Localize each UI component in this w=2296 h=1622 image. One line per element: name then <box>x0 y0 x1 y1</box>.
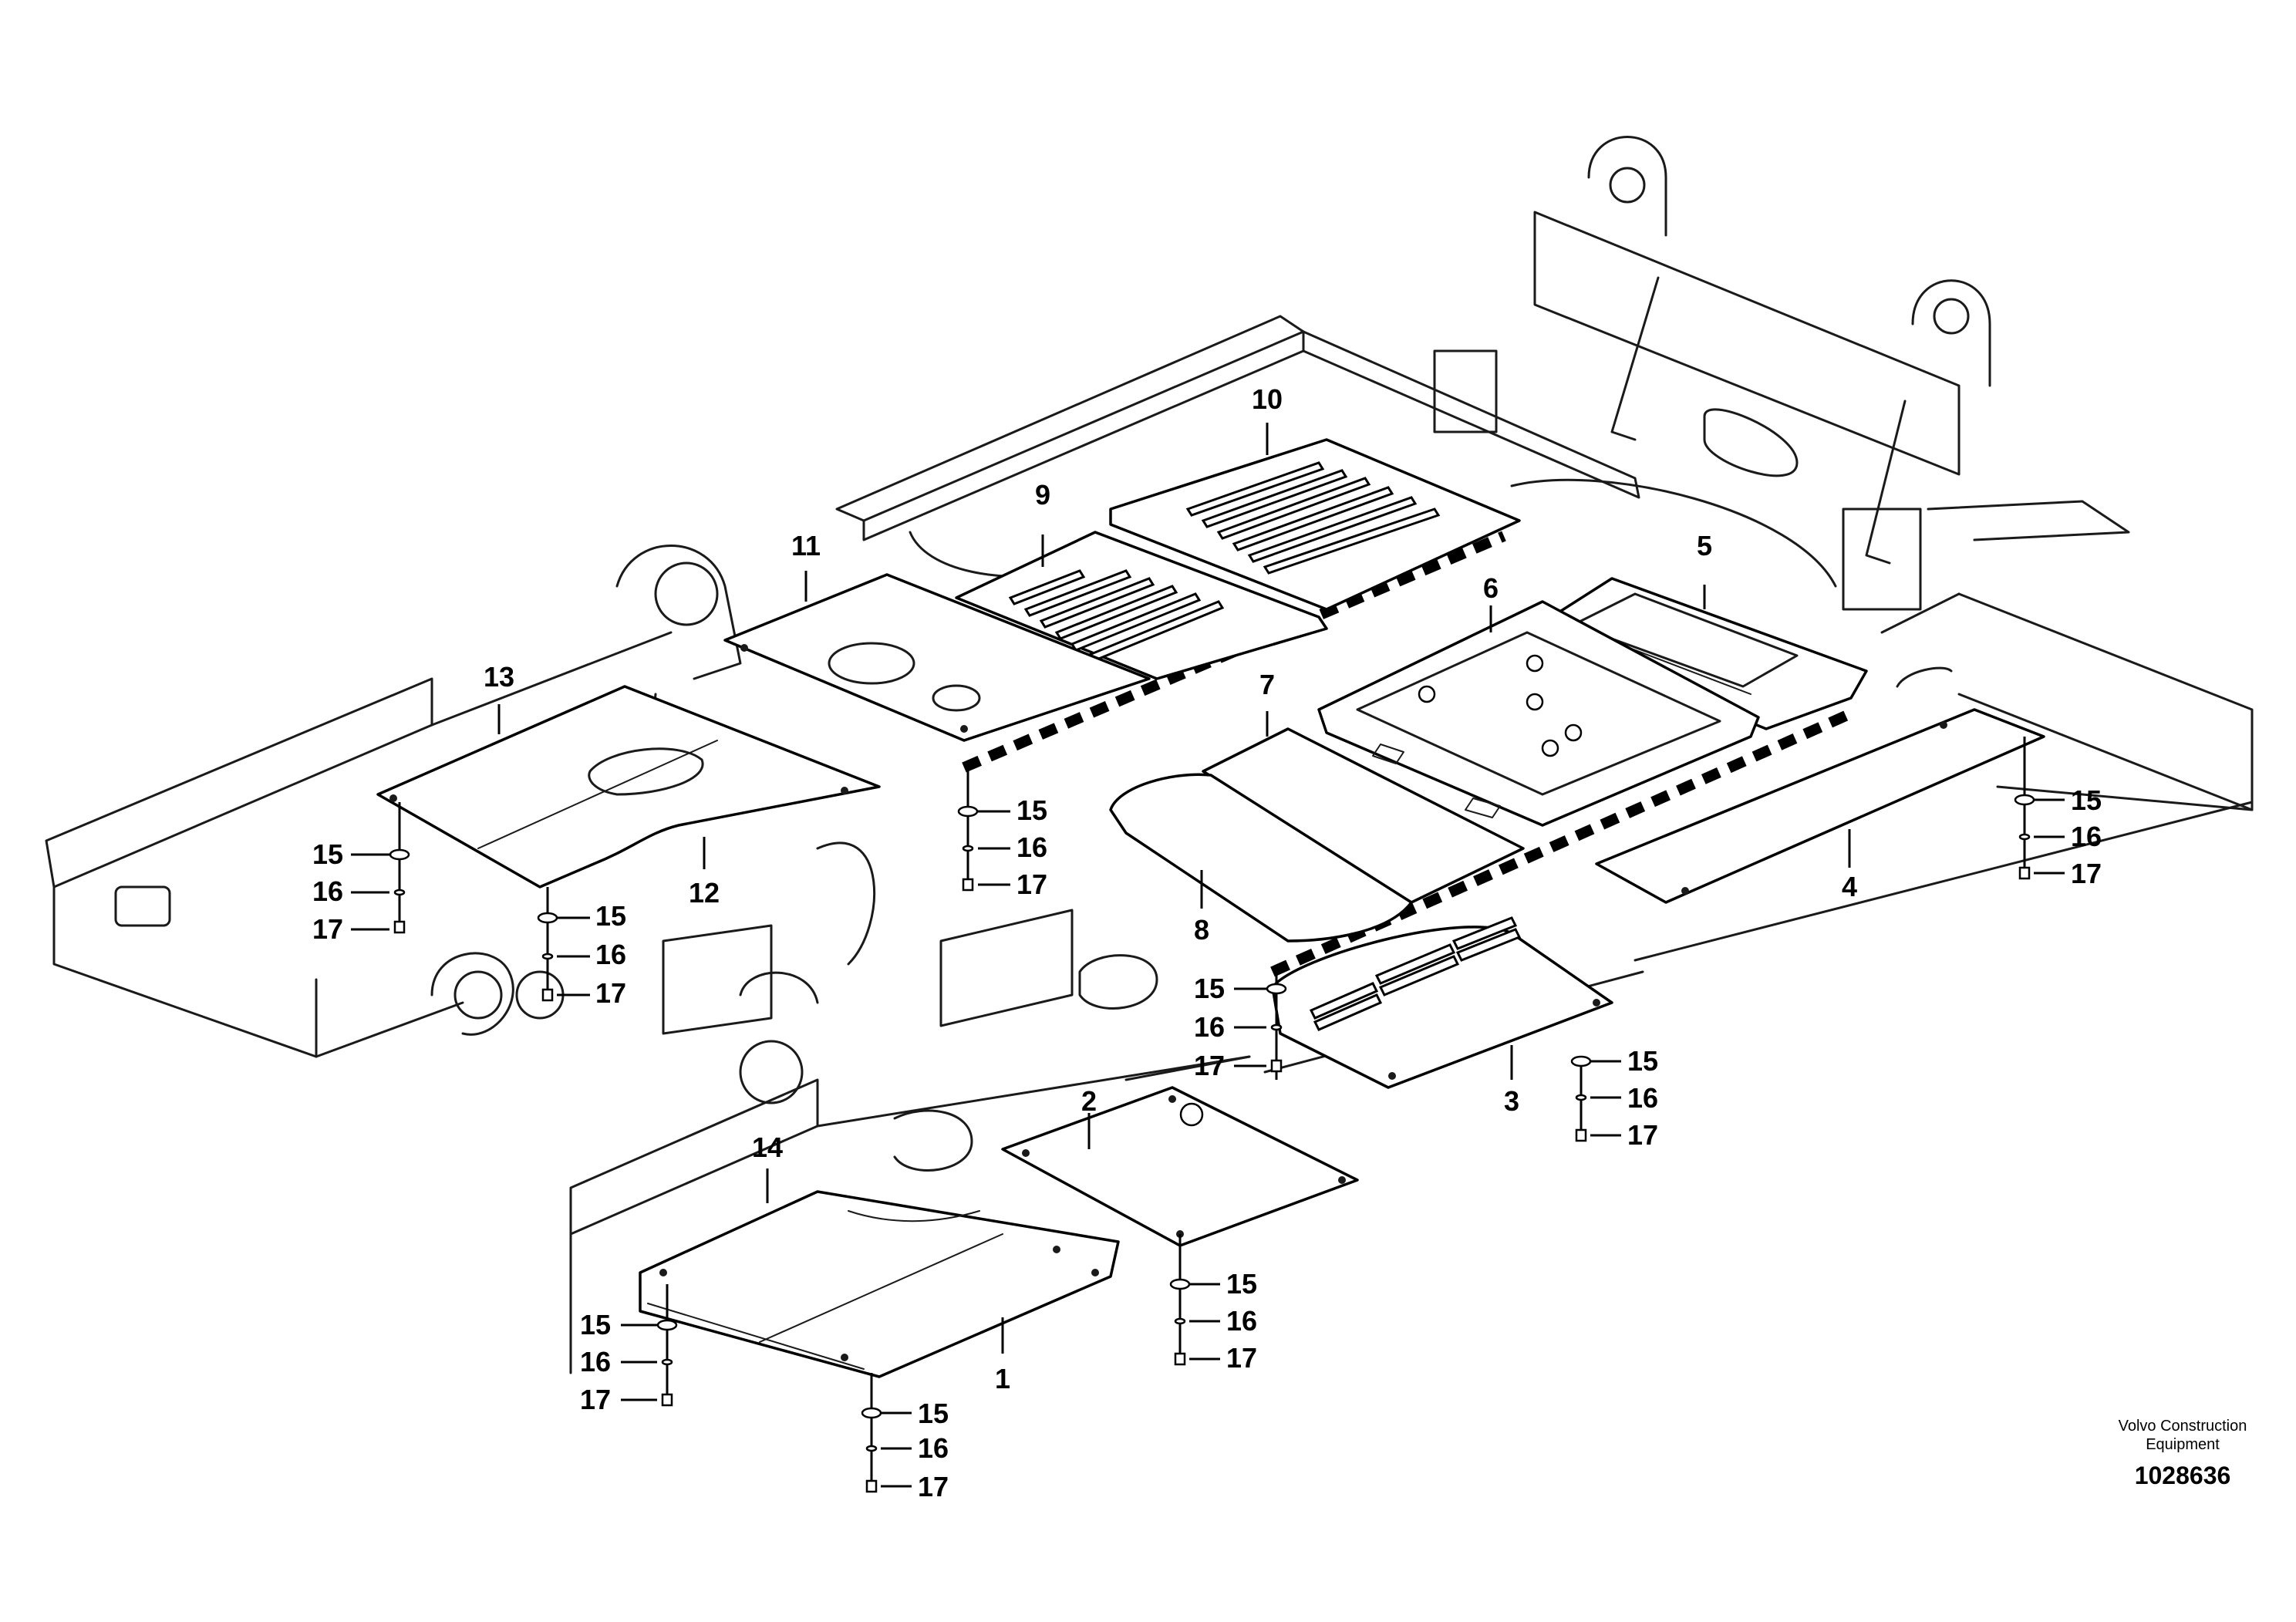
callout-4: 4 <box>1842 871 1857 902</box>
callout-17-i: 17 <box>580 1384 611 1415</box>
floor-plate-11 <box>723 573 1151 742</box>
upper-frame <box>835 136 2254 962</box>
callout-16-a: 16 <box>312 875 343 907</box>
callout-15-d: 15 <box>1194 973 1225 1004</box>
callout-10: 10 <box>1252 383 1283 415</box>
callout-15-c: 15 <box>1017 794 1047 826</box>
callout-16-h: 16 <box>1226 1305 1257 1337</box>
floor-plate-6 <box>1317 600 1760 827</box>
callout-16-d: 16 <box>1194 1011 1225 1043</box>
callout-15-a: 15 <box>312 838 343 870</box>
callout-labels: 1 2 3 4 5 6 7 8 9 10 11 12 13 14 15 16 1… <box>312 383 2102 1502</box>
drawing-credit: Volvo Construction Equipment 1028636 <box>2067 1417 2296 1490</box>
callout-17-f: 17 <box>2071 858 2102 889</box>
floor-plate-4 <box>1595 708 2045 904</box>
callout-5: 5 <box>1697 530 1712 561</box>
floor-plate-1 <box>639 1190 1120 1378</box>
callout-17-b: 17 <box>595 977 626 1009</box>
callout-17-g: 17 <box>918 1471 949 1502</box>
callout-17-a: 17 <box>312 913 343 945</box>
callout-2: 2 <box>1081 1085 1097 1117</box>
callout-16-i: 16 <box>580 1346 611 1378</box>
callout-16-f: 16 <box>2071 821 2102 852</box>
callout-15-g: 15 <box>918 1398 949 1429</box>
callout-16-c: 16 <box>1017 831 1047 863</box>
callout-16-b: 16 <box>595 939 626 970</box>
floor-plate-2 <box>1001 1086 1359 1247</box>
callout-11: 11 <box>791 530 821 561</box>
callout-17-c: 17 <box>1017 868 1047 900</box>
document-number: 1028636 <box>2134 1462 2231 1489</box>
floor-plate-12 <box>376 685 881 889</box>
callout-16-g: 16 <box>918 1432 949 1464</box>
callout-15-b: 15 <box>595 900 626 932</box>
callout-17-h: 17 <box>1226 1342 1257 1374</box>
callout-15-h: 15 <box>1226 1268 1257 1300</box>
company-name: Volvo Construction Equipment <box>2118 1418 2247 1453</box>
callout-17-d: 17 <box>1194 1050 1225 1081</box>
hardware-symbols <box>351 794 2065 1493</box>
callout-6: 6 <box>1483 572 1499 604</box>
callout-15-f: 15 <box>2071 784 2102 816</box>
callout-15-i: 15 <box>580 1309 611 1340</box>
floor-plate-9-slotted <box>955 531 1328 680</box>
callout-14: 14 <box>752 1131 783 1163</box>
callout-15-e: 15 <box>1627 1045 1658 1077</box>
callout-9: 9 <box>1035 479 1050 511</box>
callout-13: 13 <box>484 661 514 693</box>
callout-16-e: 16 <box>1627 1082 1658 1114</box>
callout-7: 7 <box>1259 669 1275 700</box>
callout-17-e: 17 <box>1627 1119 1658 1151</box>
floor-plate-3-louvered <box>1271 916 1613 1089</box>
floor-plate-10-slotted <box>1109 438 1521 611</box>
callout-3: 3 <box>1504 1085 1519 1117</box>
callout-12: 12 <box>689 877 720 909</box>
callout-8: 8 <box>1194 914 1209 946</box>
floor-plate-8 <box>1109 773 1413 943</box>
callout-1: 1 <box>995 1363 1010 1394</box>
